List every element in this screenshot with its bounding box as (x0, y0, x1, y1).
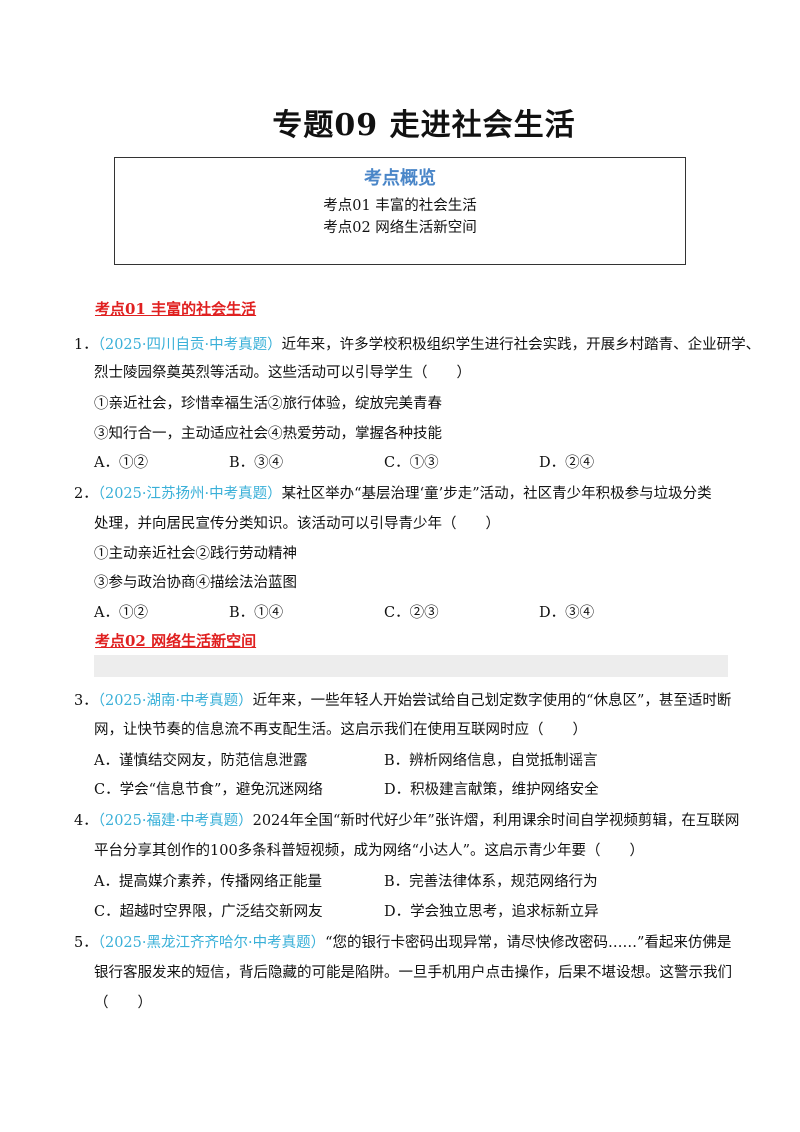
question-source: （2025·江苏扬州·中考真题） (97, 486, 282, 502)
option-c: C．②③ (384, 605, 439, 621)
question-number: 2． (74, 486, 98, 502)
question-4: 4．（2025·福建·中考真题）2024年全国“新时代好少年”张许熠，利用课余时… (74, 809, 739, 830)
overview-item: 考点01 丰富的社会生活 (323, 198, 477, 214)
option-b: B．①④ (229, 605, 284, 621)
question-number: 3． (74, 693, 98, 709)
option-a: A．提高媒介素养，传播网络正能量 (94, 874, 322, 890)
question-text: （ ） (94, 995, 152, 1011)
statement-line: ①主动亲近社会②践行劳动精神 (94, 546, 297, 562)
question-1: 1．（2025·四川自贡·中考真题）近年来，许多学校积极组织学生进行社会实践，开… (74, 333, 760, 354)
overview-box: 考点概览 考点01 丰富的社会生活 考点02 网络生活新空间 (114, 157, 686, 265)
question-text: “您的银行卡密码出现异常，请尽快修改密码……”看起来仿佛是 (325, 935, 732, 951)
question-text: 处理，并向居民宣传分类知识。该活动可以引导青少年（ ） (94, 516, 500, 532)
question-source: （2025·湖南·中考真题） (97, 693, 253, 709)
statement-line: ①亲近社会，珍惜幸福生活②旅行体验，绽放完美青春 (94, 396, 442, 412)
section-heading: 考点01 丰富的社会生活 (95, 300, 257, 318)
overview-heading: 考点概览 (364, 168, 436, 189)
question-text: 近年来，一些年轻人开始尝试给自己划定数字使用的“休息区”，甚至适时断 (252, 693, 732, 709)
option-d: D．③④ (539, 605, 595, 621)
option-b: B．③④ (229, 455, 284, 471)
question-text: 银行客服发来的短信，背后隐藏的可能是陷阱。一旦手机用户点击操作，后果不堪设想。这… (94, 965, 732, 981)
option-a: A．①② (94, 455, 148, 471)
question-number: 5． (74, 935, 98, 951)
overview-item: 考点02 网络生活新空间 (323, 220, 477, 236)
divider-band (94, 655, 728, 677)
question-text: 某社区举办“基层治理‘童’步走”活动，社区青少年积极参与垃圾分类 (281, 486, 712, 502)
question-text: 网，让快节奏的信息流不再支配生活。这启示我们在使用互联网时应（ ） (94, 722, 587, 738)
question-text: 平台分享其创作的100多条科普短视频，成为网络“小达人”。这启示青少年要（ ） (94, 843, 644, 859)
option-d: D．学会独立思考，追求标新立异 (384, 904, 599, 920)
page-title: 专题09 走进社会生活 (272, 108, 576, 143)
option-c: C．学会“信息节食”，避免沉迷网络 (94, 782, 323, 798)
question-text: 烈士陵园祭奠英烈等活动。这些活动可以引导学生（ ） (94, 365, 471, 381)
section-heading: 考点02 网络生活新空间 (95, 632, 257, 650)
question-source: （2025·四川自贡·中考真题） (97, 337, 282, 353)
question-source: （2025·福建·中考真题） (97, 813, 253, 829)
question-number: 1． (74, 337, 98, 353)
statement-line: ③知行合一，主动适应社会④热爱劳动，掌握各种技能 (94, 426, 442, 442)
option-d: D．积极建言献策，维护网络安全 (384, 782, 599, 798)
option-a: A．①② (94, 605, 148, 621)
question-5: 5．（2025·黑龙江齐齐哈尔·中考真题）“您的银行卡密码出现异常，请尽快修改密… (74, 931, 731, 952)
question-source: （2025·黑龙江齐齐哈尔·中考真题） (97, 935, 326, 951)
option-c: C．①③ (384, 455, 439, 471)
question-text: 近年来，许多学校积极组织学生进行社会实践，开展乡村踏青、企业研学、 (281, 337, 761, 353)
question-number: 4． (74, 813, 98, 829)
option-d: D．②④ (539, 455, 595, 471)
option-c: C．超越时空界限，广泛结交新网友 (94, 904, 323, 920)
question-2: 2．（2025·江苏扬州·中考真题）某社区举办“基层治理‘童’步走”活动，社区青… (74, 482, 712, 503)
statement-line: ③参与政治协商④描绘法治蓝图 (94, 575, 297, 591)
question-text: 2024年全国“新时代好少年”张许熠，利用课余时间自学视频剪辑，在互联网 (252, 813, 740, 829)
option-b: B．辨析网络信息，自觉抵制谣言 (384, 753, 598, 769)
option-a: A．谨慎结交网友，防范信息泄露 (94, 753, 308, 769)
option-b: B．完善法律体系，规范网络行为 (384, 874, 598, 890)
question-3: 3．（2025·湖南·中考真题）近年来，一些年轻人开始尝试给自己划定数字使用的“… (74, 689, 731, 710)
